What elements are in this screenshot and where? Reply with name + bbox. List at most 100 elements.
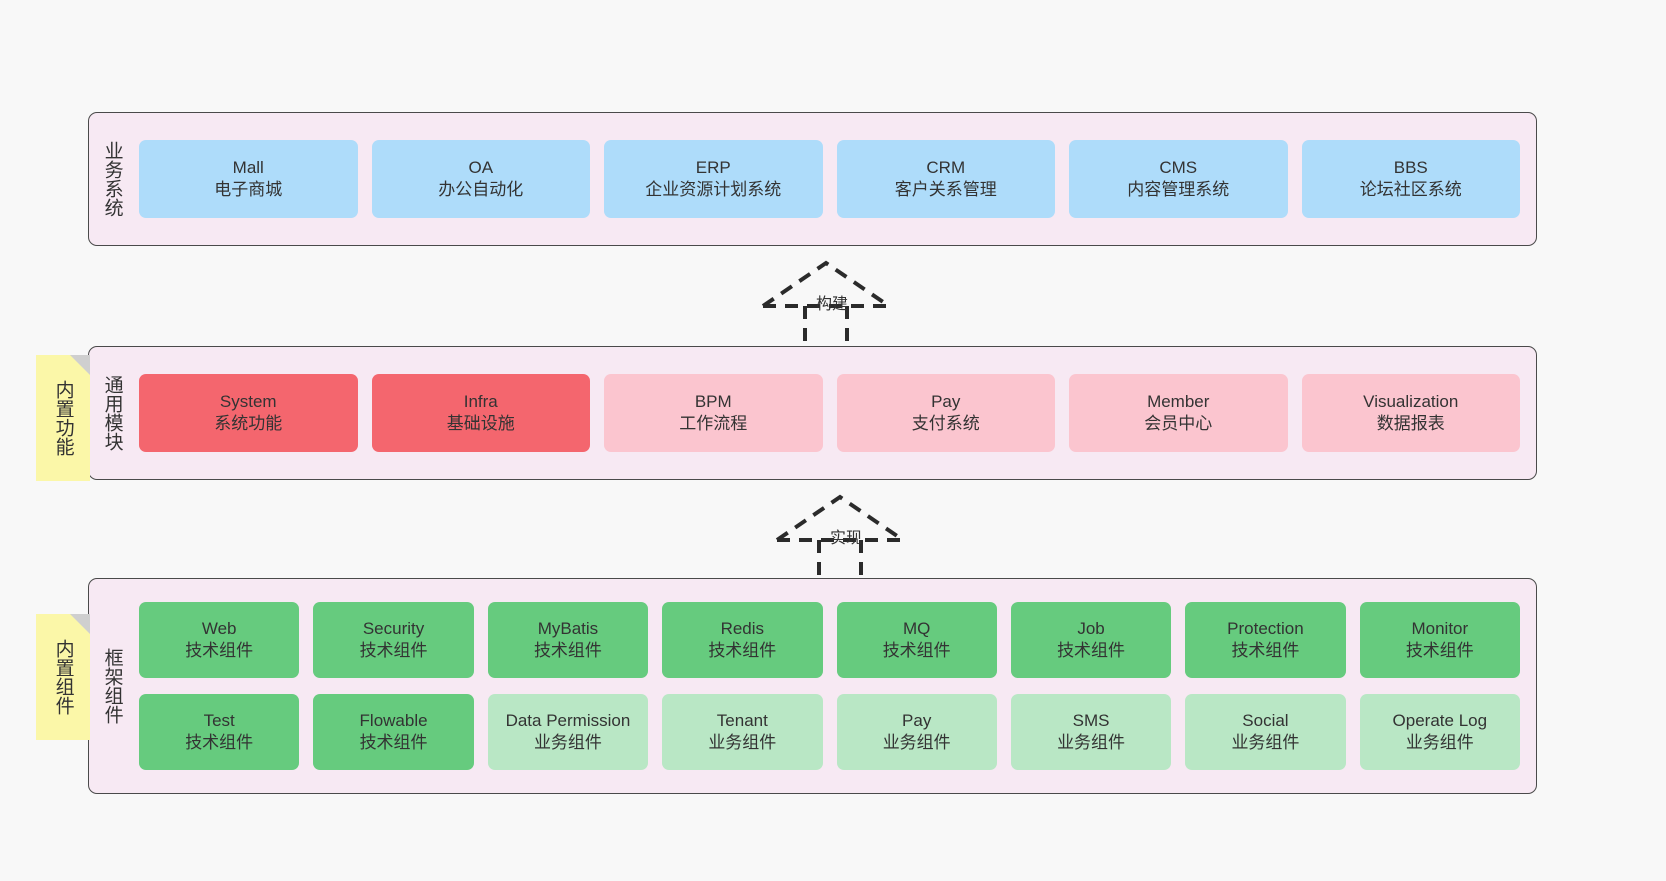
node-sms-name: SMS xyxy=(1072,710,1110,730)
node-pay-component[interactable]: Pay 业务组件 xyxy=(836,694,997,770)
node-sms-desc: 业务组件 xyxy=(1057,733,1126,752)
node-member-name: Member xyxy=(1147,391,1210,411)
node-data-permission-name: Data Permission xyxy=(505,710,631,730)
node-operate-log[interactable]: Operate Log 业务组件 xyxy=(1359,694,1520,770)
layer-framework-component: 框架组件 Web 技术组件 Security 技术组件 MyBatis 技术组件… xyxy=(88,578,1537,794)
node-protection-name: Protection xyxy=(1227,618,1304,638)
node-protection[interactable]: Protection 技术组件 xyxy=(1185,602,1346,678)
node-monitor-desc: 技术组件 xyxy=(1405,641,1474,660)
node-visualization-desc: 数据报表 xyxy=(1376,414,1445,433)
layer-business-system: 业务系统 Mall 电子商城 OA 办公自动化 ERP 企业资源计划系统 CRM xyxy=(88,112,1537,246)
node-mybatis-name: MyBatis xyxy=(537,618,599,638)
node-social-desc: 业务组件 xyxy=(1231,733,1300,752)
node-system-name: System xyxy=(219,391,277,411)
node-monitor[interactable]: Monitor 技术组件 xyxy=(1359,602,1520,678)
node-redis[interactable]: Redis 技术组件 xyxy=(662,602,823,678)
node-test[interactable]: Test 技术组件 xyxy=(139,694,300,770)
node-security[interactable]: Security 技术组件 xyxy=(313,602,474,678)
node-test-desc: 技术组件 xyxy=(185,733,254,752)
node-member-desc: 会员中心 xyxy=(1144,414,1213,433)
node-mq[interactable]: MQ 技术组件 xyxy=(836,602,997,678)
node-bbs-desc: 论坛社区系统 xyxy=(1359,180,1462,199)
node-operate-log-name: Operate Log xyxy=(1392,710,1488,730)
sticky-fold-corner-icon xyxy=(70,614,90,634)
connector-implement-label: 实现 xyxy=(830,530,863,547)
node-erp-desc: 企业资源计划系统 xyxy=(645,180,782,199)
node-cms[interactable]: CMS 内容管理系统 xyxy=(1069,140,1288,218)
node-flowable[interactable]: Flowable 技术组件 xyxy=(313,694,474,770)
node-erp[interactable]: ERP 企业资源计划系统 xyxy=(604,140,823,218)
node-pay-module-name: Pay xyxy=(931,391,961,411)
node-data-permission-desc: 业务组件 xyxy=(533,733,602,752)
node-visualization[interactable]: Visualization 数据报表 xyxy=(1301,374,1520,452)
connector-build: 构建 xyxy=(758,258,928,350)
node-pay-component-name: Pay xyxy=(902,710,932,730)
node-test-name: Test xyxy=(203,710,235,730)
node-bpm[interactable]: BPM 工作流程 xyxy=(604,374,823,452)
sticky-note-builtin-components-label: 内置组件 xyxy=(52,639,74,715)
node-mall-desc: 电子商城 xyxy=(214,180,283,199)
node-mq-name: MQ xyxy=(902,618,931,638)
sticky-note-builtin-components: 内置组件 xyxy=(36,614,90,740)
sticky-note-builtin-features: 内置功能 xyxy=(36,355,90,481)
node-oa-name: OA xyxy=(468,157,494,177)
node-mall[interactable]: Mall 电子商城 xyxy=(139,140,358,218)
connector-build-label: 构建 xyxy=(816,296,849,313)
layer-framework-component-body: Web 技术组件 Security 技术组件 MyBatis 技术组件 Redi… xyxy=(135,579,1536,793)
node-security-name: Security xyxy=(362,618,425,638)
layer-common-module-body: System 系统功能 Infra 基础设施 BPM 工作流程 Pay 支付系统… xyxy=(135,347,1536,479)
node-infra[interactable]: Infra 基础设施 xyxy=(371,374,590,452)
layer-business-system-caption: 业务系统 xyxy=(101,141,123,217)
node-bbs[interactable]: BBS 论坛社区系统 xyxy=(1301,140,1520,218)
node-redis-name: Redis xyxy=(720,618,765,638)
node-bpm-name: BPM xyxy=(694,391,732,411)
arrow-head-implement xyxy=(775,494,905,542)
node-data-permission[interactable]: Data Permission 业务组件 xyxy=(487,694,649,770)
layer-framework-component-row-business: Test 技术组件 Flowable 技术组件 Data Permission … xyxy=(139,694,1520,770)
sticky-note-builtin-features-label: 内置功能 xyxy=(52,380,74,456)
node-redis-desc: 技术组件 xyxy=(708,641,777,660)
node-mq-desc: 技术组件 xyxy=(882,641,951,660)
node-social-name: Social xyxy=(1242,710,1289,730)
arrow-head-build xyxy=(761,260,891,308)
node-job[interactable]: Job 技术组件 xyxy=(1010,602,1172,678)
node-job-name: Job xyxy=(1077,618,1105,638)
node-social[interactable]: Social 业务组件 xyxy=(1185,694,1346,770)
node-operate-log-desc: 业务组件 xyxy=(1405,733,1474,752)
node-erp-name: ERP xyxy=(695,157,731,177)
layer-business-system-body: Mall 电子商城 OA 办公自动化 ERP 企业资源计划系统 CRM 客户关系… xyxy=(135,113,1536,245)
node-system[interactable]: System 系统功能 xyxy=(139,374,358,452)
layer-framework-component-caption: 框架组件 xyxy=(101,648,123,724)
node-infra-desc: 基础设施 xyxy=(446,414,515,433)
node-bpm-desc: 工作流程 xyxy=(679,414,748,433)
node-crm[interactable]: CRM 客户关系管理 xyxy=(836,140,1055,218)
node-oa[interactable]: OA 办公自动化 xyxy=(371,140,590,218)
node-tenant[interactable]: Tenant 业务组件 xyxy=(662,694,823,770)
node-bbs-name: BBS xyxy=(1393,157,1428,177)
node-cms-desc: 内容管理系统 xyxy=(1127,180,1230,199)
layer-common-module-caption: 通用模块 xyxy=(101,375,123,451)
node-pay-module[interactable]: Pay 支付系统 xyxy=(836,374,1055,452)
node-tenant-name: Tenant xyxy=(716,710,768,730)
node-visualization-name: Visualization xyxy=(1363,391,1459,411)
node-system-desc: 系统功能 xyxy=(214,414,283,433)
connector-implement: 实现 xyxy=(772,492,942,584)
node-sms[interactable]: SMS 业务组件 xyxy=(1010,694,1172,770)
node-tenant-desc: 业务组件 xyxy=(708,733,777,752)
sticky-fold-corner-icon xyxy=(70,355,90,375)
node-monitor-name: Monitor xyxy=(1411,618,1469,638)
node-flowable-name: Flowable xyxy=(359,710,428,730)
node-member[interactable]: Member 会员中心 xyxy=(1069,374,1288,452)
node-crm-name: CRM xyxy=(926,157,966,177)
node-pay-component-desc: 业务组件 xyxy=(882,733,951,752)
node-flowable-desc: 技术组件 xyxy=(359,733,428,752)
layer-business-system-row: Mall 电子商城 OA 办公自动化 ERP 企业资源计划系统 CRM 客户关系… xyxy=(139,140,1520,218)
node-mybatis-desc: 技术组件 xyxy=(533,641,602,660)
node-security-desc: 技术组件 xyxy=(359,641,428,660)
node-web-name: Web xyxy=(201,618,237,638)
node-web[interactable]: Web 技术组件 xyxy=(139,602,300,678)
layer-common-module: 通用模块 System 系统功能 Infra 基础设施 BPM 工作流程 Pay xyxy=(88,346,1537,480)
node-mybatis[interactable]: MyBatis 技术组件 xyxy=(487,602,649,678)
node-pay-module-desc: 支付系统 xyxy=(911,414,980,433)
